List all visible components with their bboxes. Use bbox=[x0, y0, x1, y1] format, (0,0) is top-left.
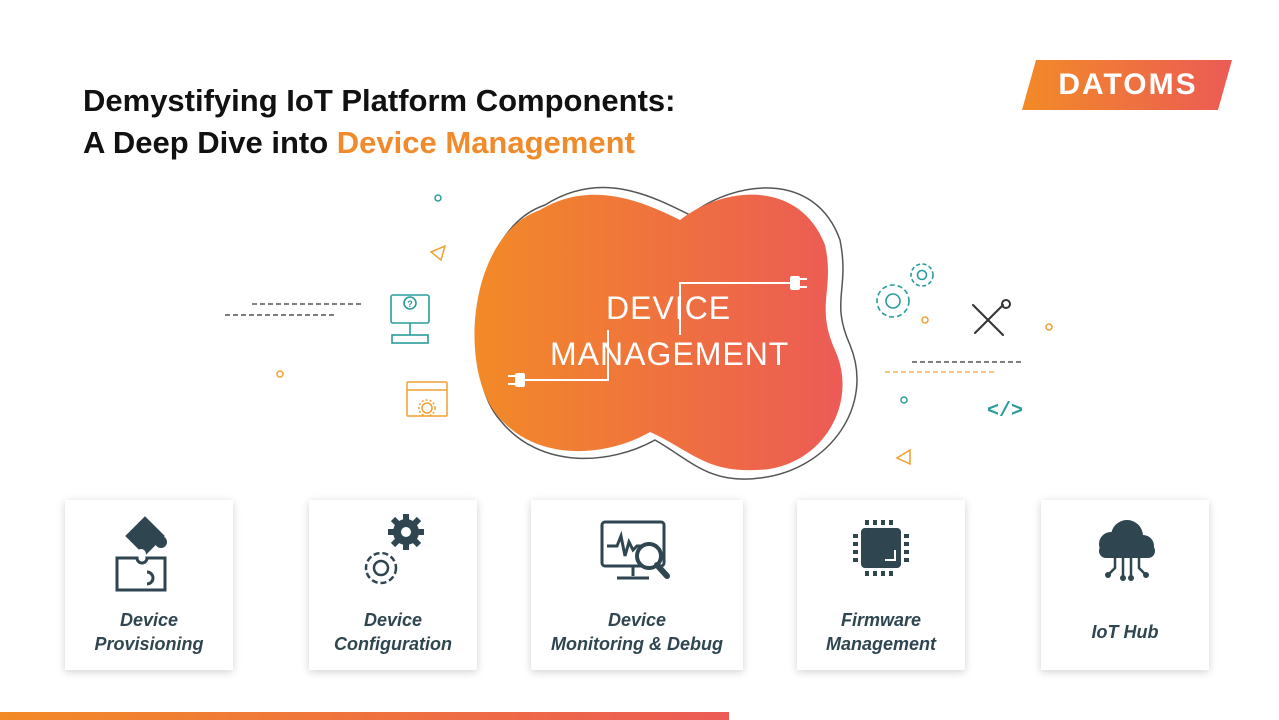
card-label: Device Monitoring & Debug bbox=[551, 610, 723, 654]
puzzle-icon bbox=[65, 512, 233, 592]
cloud-outline bbox=[476, 186, 858, 480]
card-label: Device Configuration bbox=[334, 610, 452, 654]
browser-settings-icon bbox=[406, 381, 448, 417]
datoms-logo bbox=[1022, 60, 1232, 110]
plug-left-icon bbox=[508, 373, 525, 387]
chip-icon bbox=[797, 512, 965, 592]
logo-text: DATOMS bbox=[1058, 68, 1198, 101]
hero-label-line-1: DEVICE bbox=[606, 290, 732, 326]
card-iot-hub[interactable]: IoT Hub bbox=[1041, 500, 1209, 670]
plug-lines bbox=[525, 282, 790, 381]
decor-circles bbox=[276, 194, 1053, 404]
dashed-lines bbox=[225, 303, 1022, 373]
monitor-search-icon bbox=[531, 512, 743, 592]
bottom-accent-bar bbox=[0, 712, 729, 720]
card-label: IoT Hub bbox=[1091, 622, 1159, 642]
title-line-2: A Deep Dive into Device Management bbox=[83, 122, 675, 164]
card-device-monitoring[interactable]: Device Monitoring & Debug bbox=[531, 500, 743, 670]
card-device-provisioning[interactable]: Device Provisioning bbox=[65, 500, 233, 670]
code-icon: </> bbox=[987, 400, 1023, 423]
cloud-icon bbox=[1041, 512, 1209, 592]
tools-icon bbox=[972, 299, 1011, 336]
title-line-2-prefix: A Deep Dive into bbox=[83, 125, 337, 160]
computer-help-icon bbox=[390, 294, 430, 344]
title-line-1: Demystifying IoT Platform Components: bbox=[83, 83, 676, 118]
device-management-blob bbox=[474, 194, 843, 471]
gears-icon bbox=[309, 512, 477, 592]
svg-text:?: ? bbox=[407, 299, 413, 309]
card-label: Firmware Management bbox=[825, 610, 937, 654]
plug-right-icon bbox=[790, 276, 807, 290]
page-title: Demystifying IoT Platform Components: A … bbox=[83, 80, 675, 164]
hero-illustration: ? </> bbox=[225, 186, 1053, 480]
card-device-configuration[interactable]: Device Configuration bbox=[309, 500, 477, 670]
card-firmware-management[interactable]: Firmware Management bbox=[797, 500, 965, 670]
title-highlight: Device Management bbox=[336, 125, 635, 160]
hero-label-line-2: MANAGEMENT bbox=[550, 336, 790, 372]
decor-triangles bbox=[429, 244, 911, 466]
gears-decor-icon bbox=[876, 263, 934, 318]
card-label: Device Provisioning bbox=[94, 610, 204, 654]
